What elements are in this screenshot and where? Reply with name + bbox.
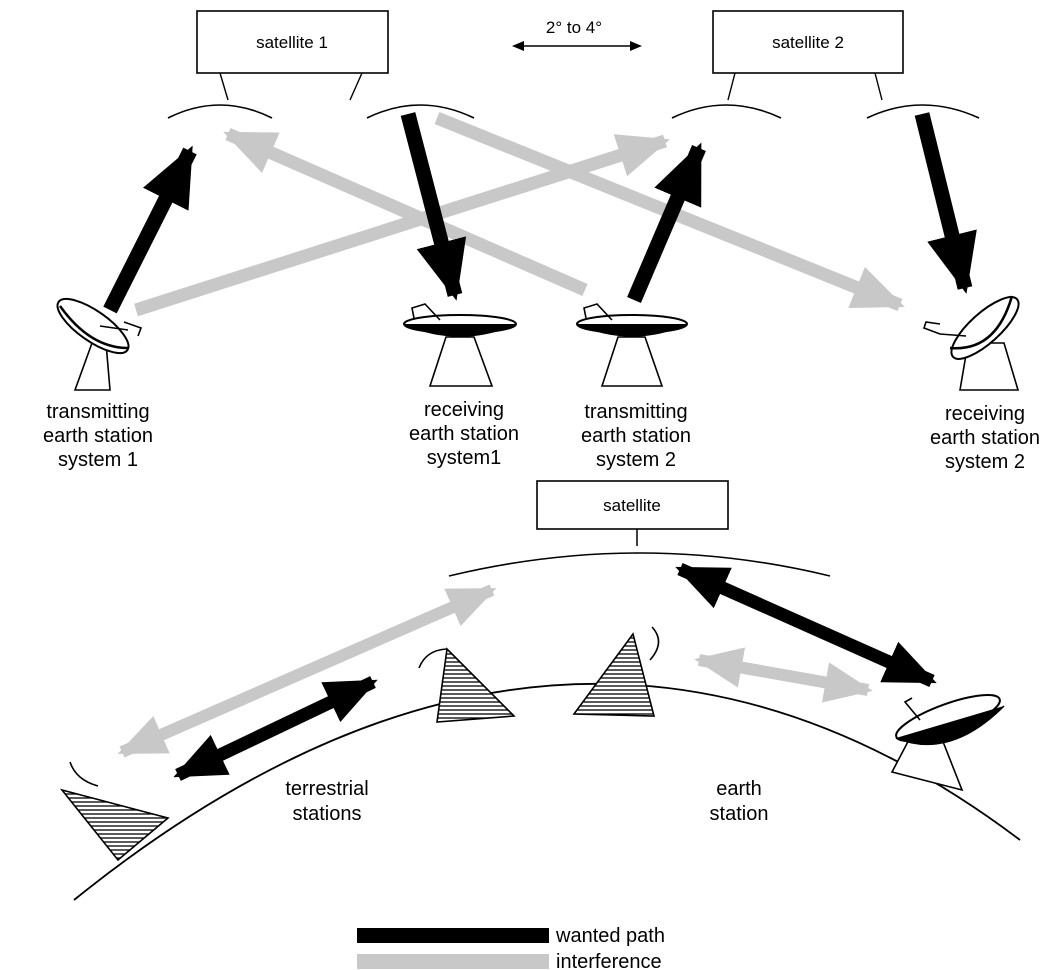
- svg-text:earth station: earth station: [930, 427, 1040, 449]
- station-label-receiving-2: receiving earth station system 2: [930, 403, 1040, 473]
- bottom-earth-station-dish: [890, 694, 1005, 792]
- satellite-2-antenna-left: [671, 104, 782, 119]
- legend-swatch-interference: [357, 954, 549, 969]
- terrestrial-station-center-left: [418, 647, 516, 723]
- wanted-path-arrow-2: [400, 112, 467, 301]
- receiving-earth-station-1-dish: [403, 303, 517, 387]
- svg-text:stations: stations: [293, 803, 362, 825]
- svg-text:earth station: earth station: [409, 423, 519, 445]
- wanted-path-arrow-1: [103, 145, 197, 314]
- station-label-transmitting-2: transmitting earth station system 2: [581, 401, 691, 471]
- svg-text:system 2: system 2: [945, 451, 1025, 473]
- satellite-1-antenna-left: [167, 104, 273, 119]
- transmitting-earth-station-2-dish: [576, 303, 688, 387]
- satellite-label: satellite: [603, 496, 661, 515]
- svg-text:system1: system1: [427, 447, 501, 469]
- interference-arrow-1: [223, 128, 588, 296]
- interference-path-terrestrial-to-earth-station: [694, 647, 873, 703]
- svg-text:earth: earth: [716, 778, 762, 800]
- station-label-transmitting-1: transmitting earth station system 1: [43, 401, 153, 471]
- earth-surface-curve: [73, 682, 1021, 901]
- wanted-path-satellite-earth-station: [675, 563, 937, 687]
- svg-text:transmitting: transmitting: [46, 401, 149, 423]
- svg-text:earth station: earth station: [581, 425, 691, 447]
- legend-swatch-wanted: [357, 928, 549, 943]
- svg-text:earth station: earth station: [43, 425, 153, 447]
- wanted-path-arrow-4: [914, 112, 977, 294]
- station-label-receiving-1: receiving earth station system1: [409, 399, 519, 469]
- earth-station-label: earth station: [710, 778, 769, 825]
- legend-label-wanted: wanted path: [555, 925, 665, 947]
- interference-path-terrestrial-to-satellite: [117, 584, 497, 758]
- terrestrial-station-left: [59, 761, 170, 862]
- satellite-antenna-beam: [448, 552, 831, 577]
- terrestrial-station-center-right: [572, 626, 660, 717]
- satellite-box: satellite: [448, 480, 831, 577]
- satellite-1: satellite 1: [167, 10, 475, 119]
- svg-text:station: station: [710, 803, 769, 825]
- receiving-earth-station-2-dish: [922, 295, 1020, 391]
- satellite-2: satellite 2: [671, 10, 980, 119]
- satellite-1-antenna-right: [366, 104, 475, 119]
- separation-label: 2° to 4°: [546, 18, 602, 37]
- satellite-2-antenna-right: [866, 104, 980, 119]
- svg-text:receiving: receiving: [945, 403, 1025, 425]
- separation-indicator: 2° to 4°: [512, 18, 642, 51]
- svg-text:system 2: system 2: [596, 449, 676, 471]
- svg-text:terrestrial: terrestrial: [285, 778, 368, 800]
- wanted-path-arrow-3: [627, 142, 706, 303]
- satellite-1-label: satellite 1: [256, 33, 328, 52]
- terrestrial-stations-label: terrestrial stations: [285, 778, 368, 825]
- satellite-2-label: satellite 2: [772, 33, 844, 52]
- svg-text:receiving: receiving: [424, 399, 504, 421]
- legend: wanted path interference: [357, 925, 665, 970]
- svg-text:transmitting: transmitting: [584, 401, 687, 423]
- transmitting-earth-station-1-dish: [56, 297, 143, 391]
- legend-label-interference: interference: [556, 951, 662, 970]
- wanted-path-terrestrial-link: [173, 676, 378, 781]
- svg-text:system 1: system 1: [58, 449, 138, 471]
